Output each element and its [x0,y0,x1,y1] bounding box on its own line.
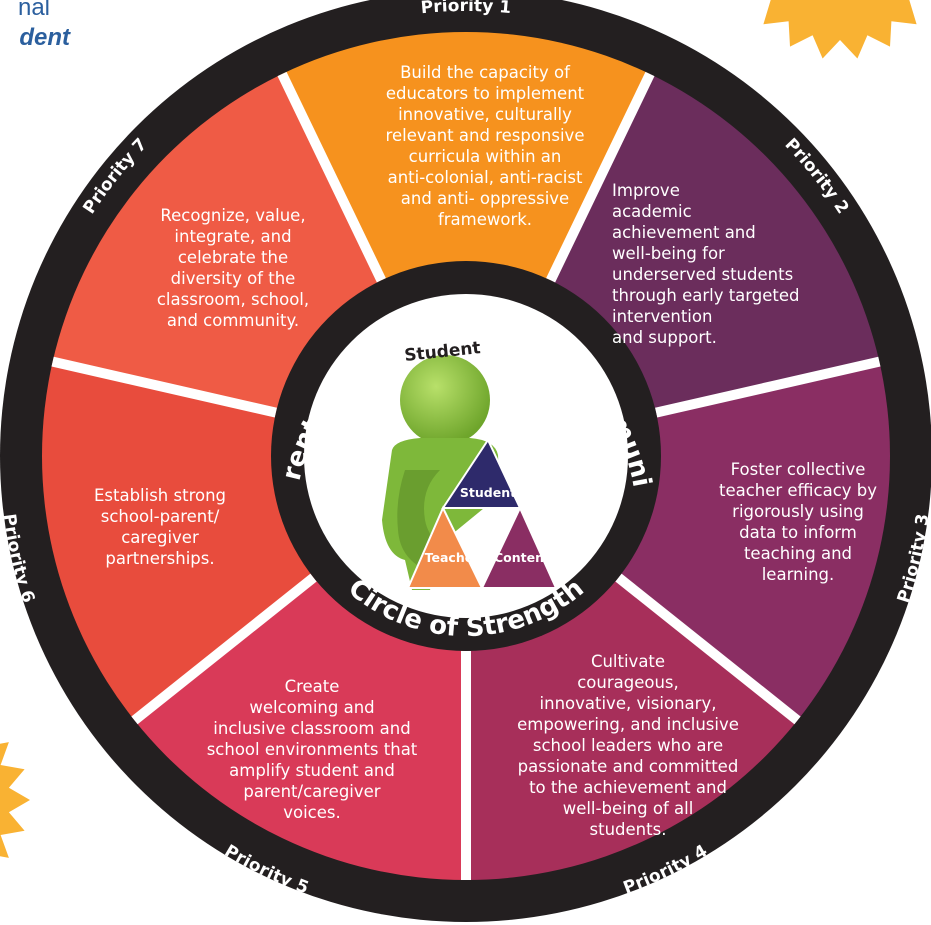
description-line: Cultivate [590,652,666,671]
description-line: innovative, culturally [398,105,572,124]
description-line: to the achievement and [529,778,727,797]
description-line: celebrate the [177,248,289,267]
description-line: caregiver [121,528,199,547]
description-line: teacher efficacy by [718,481,878,500]
priority-6-description: Establish strong school-parent/caregiver p… [60,485,260,569]
header-line-1: nal [17,0,50,21]
description-line: school environments that [206,740,418,759]
description-line: academic [612,202,692,221]
description-line: Create [284,677,340,696]
priority-wedge-1 [282,32,650,456]
description-line: rigorously using [732,502,864,521]
triangle-student-label: Student [460,485,516,500]
priority-label-1: Priority 1 [420,0,512,18]
description-line: well-being of all [562,799,694,818]
description-line: diversity of the [170,269,296,288]
description-line: teaching and [743,544,853,563]
description-line: curricula within an [408,147,562,166]
description-line: courageous, [577,673,679,692]
priority-3-description: Foster collective teacher efficacy by rigo… [698,459,898,585]
description-line: Recognize, value, [160,206,306,225]
description-line: and anti- oppressive [400,189,570,208]
description-line: framework. [437,210,533,229]
description-line: intervention [612,307,713,326]
description-line: and community. [166,311,300,330]
description-line: parent/caregiver [243,782,381,801]
wedge-separator [131,573,317,725]
description-line: Establish strong [93,486,227,505]
description-line: innovative, visionary, [539,694,717,713]
student-triangle [441,437,522,509]
priority-7-description: Recognize, value, integrate, and celebrate… [133,205,333,331]
description-line: partnerships. [105,549,215,568]
sun-burst-bottom-left [0,742,30,858]
wedge-separator [546,71,655,283]
priority-wedges [41,32,890,880]
triangle-teacher-label: Teacher [425,550,481,565]
description-line: relevant and responsive [385,126,585,145]
description-line: students. [589,820,667,839]
description-line: underserved students [612,265,794,284]
description-line: well-being for [612,244,725,263]
wedge-separator [277,71,386,283]
description-line: amplify student and [229,761,395,780]
description-line: learning. [761,565,835,584]
description-line: school-parent/ [100,507,220,526]
description-line: Build the capacity of [400,63,570,82]
wedge-separator [654,356,881,418]
description-line: through early targeted [612,286,800,305]
description-line: Foster collective [730,460,866,479]
content-triangle [480,505,558,589]
sun-burst-top-right [763,0,917,59]
description-line: educators to implement [385,84,585,103]
description-line: inclusive classroom and [213,719,411,738]
description-line: passionate and committed [517,757,739,776]
priority-4-description: Cultivate courageous, innovative, visionar… [488,651,768,840]
header-line-2: dent [19,24,70,51]
wedge-separators [51,71,881,880]
description-line: voices. [283,803,341,822]
priority-2-description: Improve academic achievement and well-being… [612,180,862,348]
triangle-content-label: Content [494,550,550,565]
description-line: empowering, and inclusive [517,715,739,734]
description-line: data to inform [739,523,857,542]
description-line: anti-colonial, anti-racist [387,168,583,187]
description-line: integrate, and [174,227,292,246]
wedge-separator [615,573,801,725]
priority-1-description: Build the capacity of educators to implem… [375,62,595,230]
teacher-triangle [406,505,484,589]
description-line: Improve [612,181,680,200]
description-line: welcoming and [249,698,375,717]
description-line: classroom, school, [156,290,310,309]
wedge-separator [51,356,278,418]
priority-5-description: Create welcoming and inclusive classroom a… [182,676,442,823]
description-line: school leaders who are [532,736,724,755]
description-line: and support. [612,328,717,347]
description-line: achievement and [612,223,756,242]
